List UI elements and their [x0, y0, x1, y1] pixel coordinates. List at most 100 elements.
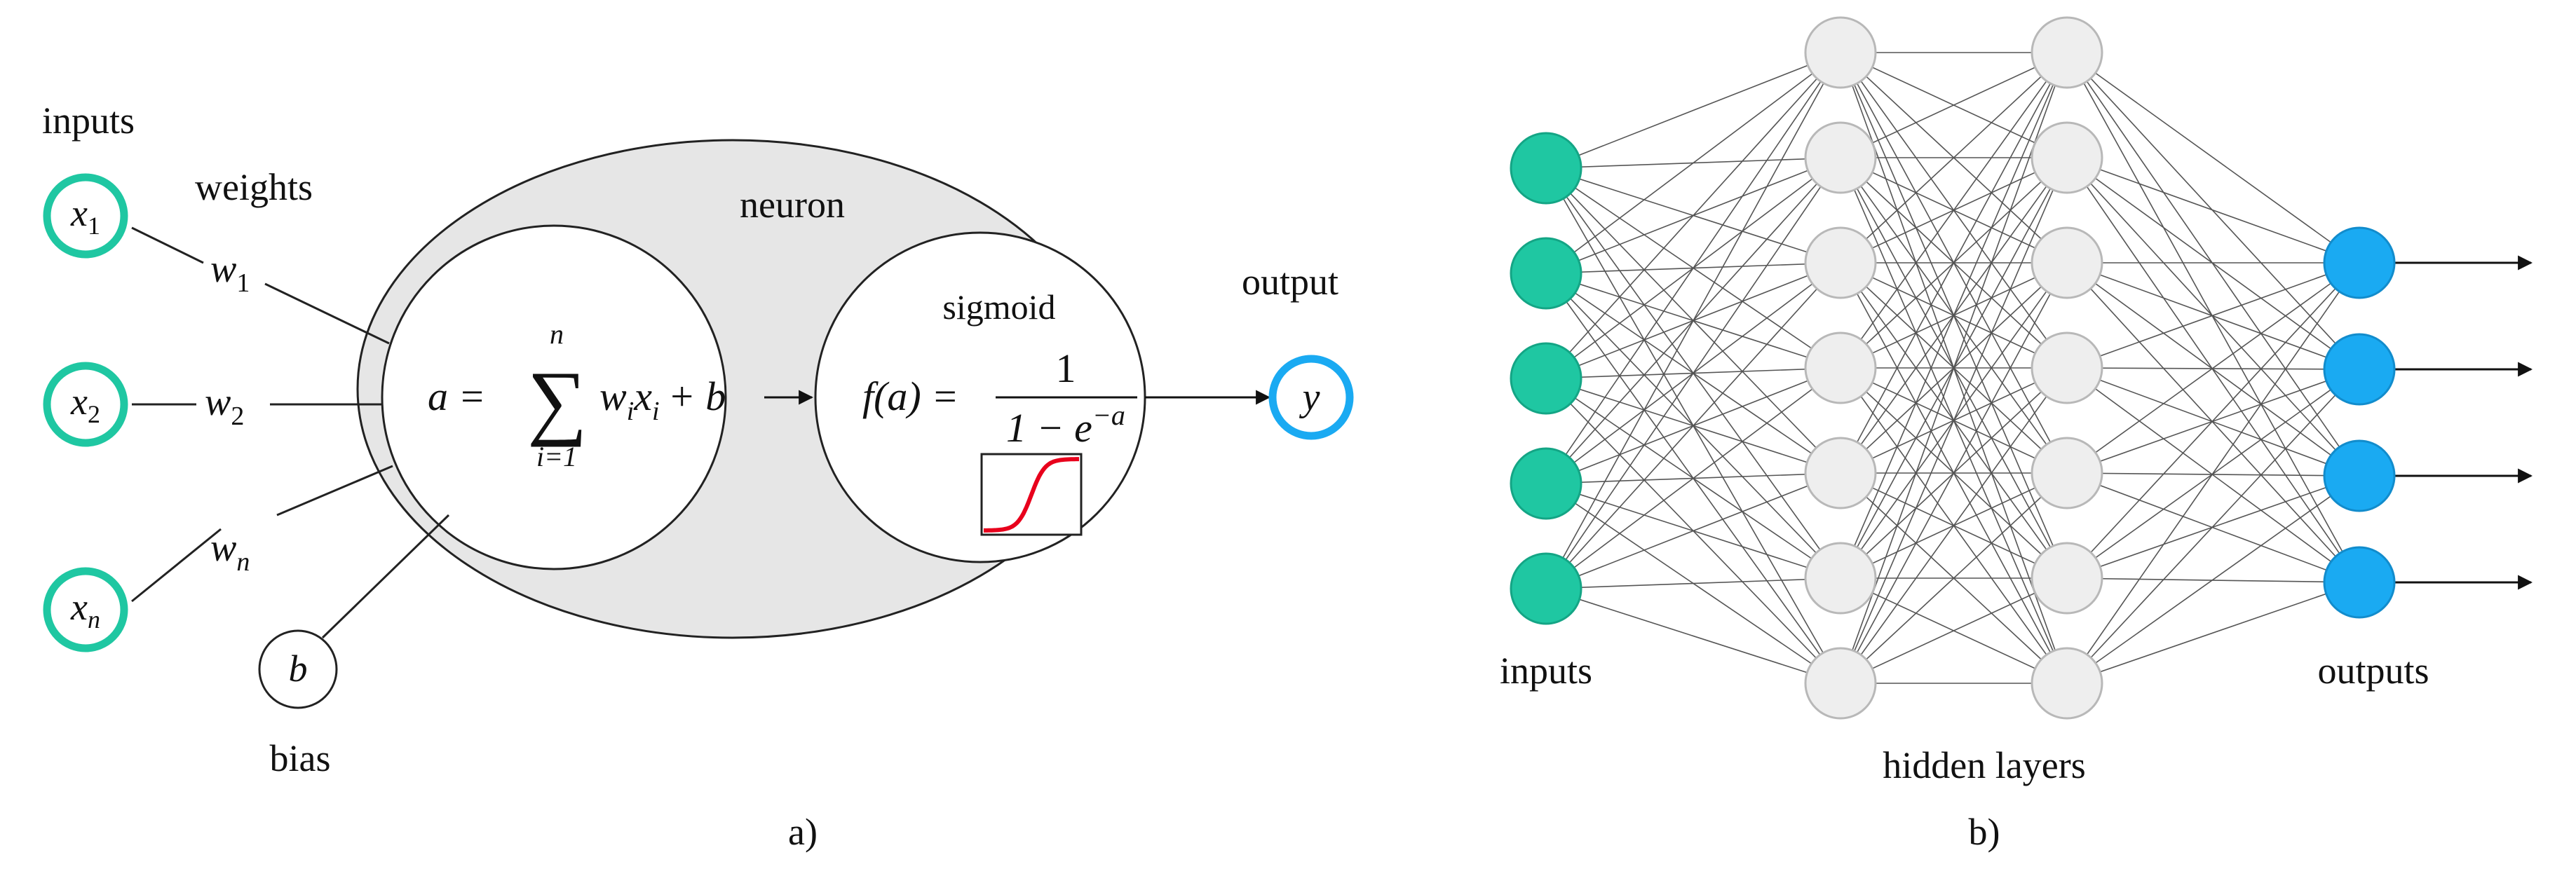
network-edge: [1545, 588, 1841, 684]
hidden-node: [1804, 542, 1877, 615]
network-edge: [1545, 577, 1841, 589]
weight-connection-1b: [264, 282, 390, 345]
hidden-node: [2031, 121, 2103, 194]
svg-text:1 − e−a: 1 − e−a: [1006, 399, 1125, 451]
hidden-node: [1804, 121, 1877, 194]
network-edge: [1840, 472, 2068, 684]
summation-ellipse: [381, 224, 727, 570]
output-node: [2323, 546, 2396, 619]
network-edge: [1545, 52, 1841, 274]
svg-text:xn: xn: [70, 586, 100, 634]
svg-text:wixi+ b: wixi+ b: [599, 374, 726, 426]
network-edge: [1545, 367, 1841, 589]
network-edge: [2066, 157, 2360, 370]
network-edge: [1840, 262, 2068, 684]
input-node: [1510, 552, 1582, 625]
network-edge: [2066, 262, 2360, 474]
caption-b: b): [1969, 811, 2000, 853]
network-edge: [2066, 157, 2360, 264]
input-node-x1: x1: [43, 173, 128, 259]
network-edge: [2066, 262, 2360, 684]
svg-text:∑: ∑: [527, 354, 588, 447]
svg-text:y: y: [1299, 376, 1320, 419]
network-edge: [2066, 472, 2360, 583]
network-edge: [1545, 52, 1841, 379]
svg-text:n: n: [550, 318, 564, 350]
bias-label: bias: [270, 737, 331, 779]
hidden-layers-label: hidden layers: [1883, 744, 2085, 786]
network-edge: [2066, 367, 2360, 370]
hidden-node: [2031, 331, 2103, 404]
sigmoid-plot: [980, 453, 1083, 536]
network-edges: [1545, 52, 2360, 684]
network-edge: [1545, 52, 1841, 484]
hidden-node: [2031, 226, 2103, 299]
input-node: [1510, 342, 1582, 415]
network-edge: [1840, 577, 2068, 684]
network-edge: [1840, 52, 2068, 684]
weight-connection-1: [131, 226, 204, 264]
network-edge: [1545, 157, 1841, 589]
sigmoid-title: sigmoid: [942, 287, 1055, 327]
weight-w2: w2: [205, 381, 244, 431]
bias-node: b: [258, 629, 338, 709]
output-node: [2323, 226, 2396, 299]
network-edge: [1545, 262, 1841, 589]
sigmoid-curve: [984, 457, 1079, 533]
input-node-xn: xn: [43, 567, 128, 652]
network-edge: [1545, 52, 1841, 589]
output-node-y: y: [1268, 355, 1354, 440]
inputs-label-a: inputs: [42, 100, 135, 142]
hidden-node: [1804, 331, 1877, 404]
output-label: output: [1242, 261, 1338, 303]
network-edge: [2066, 262, 2360, 583]
network-edge: [2066, 369, 2360, 684]
svg-text:i=1: i=1: [536, 441, 577, 472]
hidden-node: [2031, 647, 2103, 720]
network-edge: [2066, 577, 2360, 583]
network-edge: [2066, 262, 2360, 477]
network-edge: [2066, 52, 2360, 477]
network-edge: [2066, 472, 2360, 477]
panel-a: x1 x2 xn b y w1 w2 wn inputs weights neu…: [42, 100, 1354, 853]
panel-b: inputs hidden layers outputs b): [1500, 16, 2533, 853]
svg-text:b: b: [289, 648, 308, 690]
hidden-node: [1804, 437, 1877, 509]
neuron-label: neuron: [740, 184, 845, 226]
network-edge: [2066, 475, 2360, 684]
network-edge: [1840, 157, 2068, 684]
network-edge: [2066, 262, 2360, 370]
inputs-label-b: inputs: [1500, 650, 1592, 692]
network-edge: [1545, 52, 1841, 169]
hidden-node: [1804, 647, 1877, 720]
hidden-node: [2031, 437, 2103, 509]
output-node: [2323, 439, 2396, 512]
input-node: [1510, 132, 1582, 205]
output-arrows: [2394, 255, 2533, 590]
weight-w1: w1: [210, 247, 250, 298]
weights-label: weights: [195, 166, 313, 208]
network-edge: [2066, 582, 2360, 684]
network-edge: [2066, 157, 2360, 583]
svg-text:a =: a =: [428, 374, 486, 419]
network-edge: [2066, 367, 2360, 477]
network-edge: [1545, 472, 1841, 589]
hidden-node: [2031, 16, 2103, 89]
weight-connection-n: [131, 528, 222, 603]
weight-wn: wn: [210, 526, 250, 577]
bias-connection: [321, 514, 450, 639]
network-edge: [2066, 52, 2360, 264]
network-edge: [2066, 367, 2360, 583]
hidden-node: [2031, 542, 2103, 615]
svg-text:1: 1: [1056, 345, 1076, 391]
network-nodes: [1510, 16, 2396, 720]
hidden-node: [1804, 226, 1877, 299]
summation-formula: a = ∑ n i=1 wixi+ b: [428, 318, 726, 472]
network-edge: [1840, 367, 2068, 684]
svg-text:x1: x1: [70, 192, 100, 240]
network-edge: [1840, 52, 2068, 158]
network-edge: [1840, 52, 2068, 579]
activation-formula: sigmoid f(a) = 1 1 − e−a: [862, 287, 1137, 451]
network-edge: [1840, 52, 2068, 474]
